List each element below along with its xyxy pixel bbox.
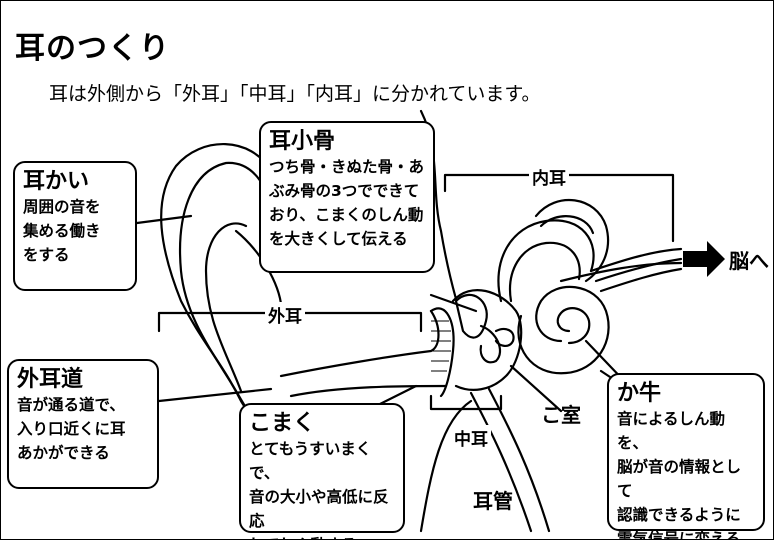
ear-canal-description: 音が通る道で、 入り口近くに耳 あかができる	[17, 396, 126, 462]
eustachian-tube-label: 耳管	[473, 489, 513, 513]
arrow-to-brain-icon	[683, 241, 725, 277]
cochlea-description: 音によるしん動を、 脳が音の情報として 認識できるように 電気信号に変える	[617, 410, 742, 540]
eardrum-description: とてもうすいまくで、 音の大小や高低に反応 してしん動する	[249, 440, 389, 539]
eardrum-box: こまく とてもうすいまくで、 音の大小や高低に反応 してしん動する	[239, 403, 405, 539]
ossicles-box: 耳小骨 つち骨・きぬた骨・あ ぶみ骨の3つでできて おり、こまくのしん動 を大き…	[259, 121, 435, 273]
ear-canal-box: 外耳道 音が通る道で、 入り口近くに耳 あかができる	[7, 359, 159, 489]
page-title: 耳のつくり	[15, 31, 170, 66]
ossicles-heading: 耳小骨	[269, 129, 336, 154]
inner-ear-label: 内耳	[529, 164, 569, 189]
cochlea-box: か牛 音によるしん動を、 脳が音の情報として 認識できるように 電気信号に変える	[607, 373, 765, 539]
page-subtitle: 耳は外側から「外耳」「中耳」「内耳」に分かれています。	[49, 83, 541, 105]
auricle-heading: 耳かい	[23, 169, 90, 194]
auricle-box: 耳かい 周囲の音を 集める働き をする	[13, 161, 137, 291]
tympanic-cavity-label: こ室	[541, 403, 581, 427]
middle-ear-label: 中耳	[451, 425, 491, 450]
ossicles-description: つち骨・きぬた骨・あ ぶみ骨の3つでできて おり、こまくのしん動 を大きくして伝…	[269, 158, 425, 248]
cochlea-heading: か牛	[617, 381, 662, 406]
ear-canal-heading: 外耳道	[17, 367, 84, 392]
eardrum-heading: こまく	[249, 411, 316, 436]
auricle-description: 周囲の音を 集める働き をする	[23, 198, 101, 264]
outer-ear-label: 外耳	[265, 302, 305, 327]
to-brain-label: 脳へ	[729, 249, 769, 273]
